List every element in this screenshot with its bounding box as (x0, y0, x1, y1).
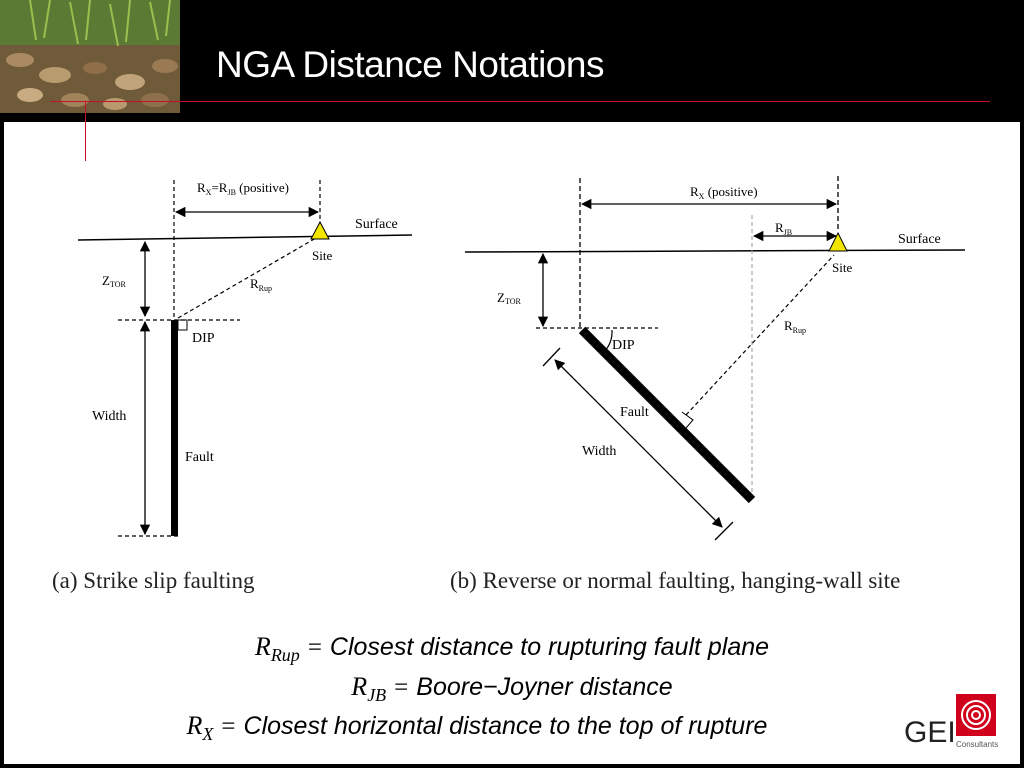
surface-line-a (77, 234, 413, 241)
rrup-line-a (177, 237, 317, 319)
definition-rrup: RRup=Closest distance to rupturing fault… (254, 632, 770, 666)
symbol-rrup: RRup (254, 632, 300, 666)
dip-label-a: DIP (192, 331, 215, 346)
definition-rjb-text: Boore−Joyner distance (416, 673, 673, 701)
width-tick-top-b (542, 347, 561, 367)
slide-title: NGA Distance Notations (216, 44, 604, 85)
gei-logo: GEI Consultants (900, 694, 1000, 754)
symbol-rx: RX (186, 711, 214, 745)
definition-rx: RX=Closest horizontal distance to the to… (186, 711, 768, 745)
red-accent-line (85, 101, 86, 161)
fault-bar-a (171, 320, 178, 536)
site-label-b: Site (832, 260, 852, 275)
site-marker-a (310, 220, 330, 240)
surface-label-a: Surface (355, 217, 398, 232)
fault-label-b: Fault (620, 405, 649, 420)
ztor-label-b: ZTOR (497, 290, 521, 306)
gei-logo-mark (956, 694, 996, 736)
gei-logo-text: GEI (904, 716, 956, 749)
dip-angle-b (603, 329, 613, 353)
site-marker-b (828, 231, 848, 252)
dip-angle-a (177, 319, 188, 331)
symbol-rjb: RJB (351, 672, 387, 706)
diagram-b: RX (positive) RJB Surface Site ZTOR DIP … (450, 176, 966, 593)
surface-label-b: Surface (898, 232, 941, 247)
rjb-label-b: RJB (775, 220, 792, 237)
header-photo (0, 0, 180, 113)
gei-logo-sub: Consultants (956, 740, 999, 749)
definition-rjb: RJB=Boore−Joyner distance (351, 672, 673, 706)
rrup-line-b (685, 254, 835, 416)
rx-label-b: RX (positive) (690, 184, 758, 201)
rx-rjb-label-a: RX=RJB (positive) (197, 180, 289, 197)
slide-header: NGA Distance Notations (0, 0, 1024, 122)
definition-rrup-text: Closest distance to rupturing fault plan… (329, 633, 770, 661)
width-label-a: Width (92, 409, 126, 424)
dip-label-b: DIP (612, 338, 635, 353)
site-label-a: Site (312, 248, 332, 263)
ztor-label-a: ZTOR (102, 273, 126, 289)
width-label-b: Width (582, 444, 616, 459)
rrup-label-b: RRup (784, 318, 806, 335)
caption-a: (a) Strike slip faulting (52, 568, 255, 593)
rrup-label-a: RRup (250, 276, 272, 293)
surface-line-b (464, 249, 966, 253)
header-red-rule (50, 101, 990, 102)
width-tick-bottom-b (714, 521, 734, 541)
diagram-a: RX=RJB (positive) Surface Site ZTOR RRup… (52, 180, 413, 593)
caption-b: (b) Reverse or normal faulting, hanging-… (450, 568, 900, 593)
fault-label-a: Fault (185, 450, 214, 465)
definition-rx-text: Closest horizontal distance to the top o… (243, 712, 768, 740)
fault-bar-b (578, 326, 756, 504)
width-arrow-b (554, 359, 723, 528)
